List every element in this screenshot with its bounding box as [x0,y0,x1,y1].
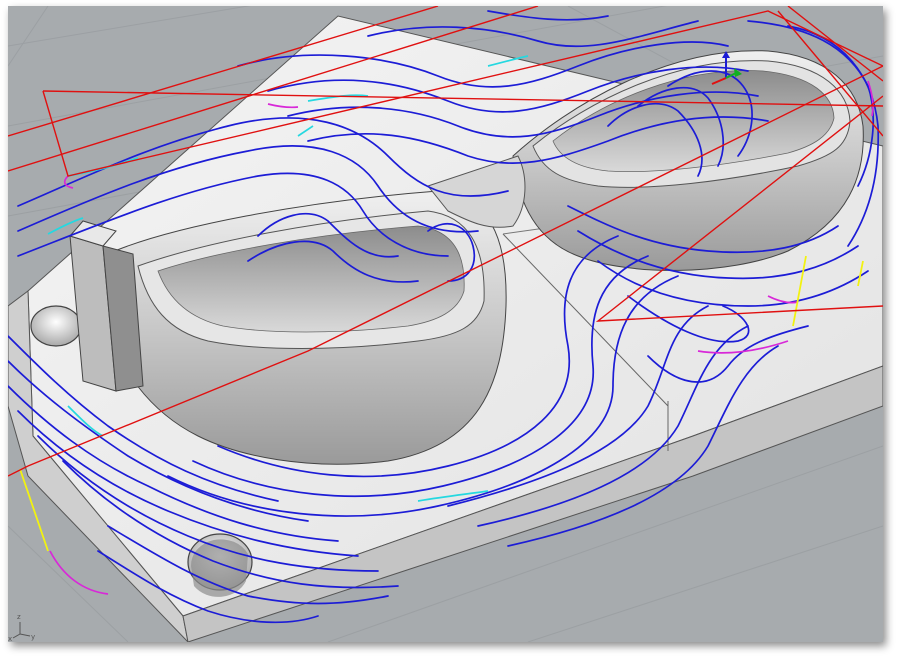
plate-front-face [8,290,189,642]
model-axis-triad [711,51,742,85]
world-axis-y-label: y [31,633,35,641]
left-lens-inner-floor [157,225,465,333]
cut-toolpaths[interactable] [8,10,880,624]
hinge-block-top [69,220,117,247]
locating-hole-top-left[interactable] [30,305,82,347]
rapid-moves[interactable] [8,6,883,477]
plate-right-front-face [182,365,883,642]
viewport-canvas[interactable]: z x y [8,6,883,642]
plunge-moves[interactable] [19,255,864,552]
world-axis-x-label: x [8,635,12,642]
hole-shadow [190,539,248,597]
lead-moves[interactable] [49,80,874,595]
bridge-section [427,155,526,228]
hinge-block[interactable] [69,220,144,392]
hinge-block-front [102,245,144,392]
world-axis-indicator: z x y [8,613,35,642]
right-lens-cavity[interactable] [512,50,864,271]
left-lens-cavity[interactable] [102,190,507,465]
world-axis-z-label: z [17,613,21,621]
cam-viewport[interactable]: z x y [8,6,883,642]
plate-seam [502,233,669,407]
